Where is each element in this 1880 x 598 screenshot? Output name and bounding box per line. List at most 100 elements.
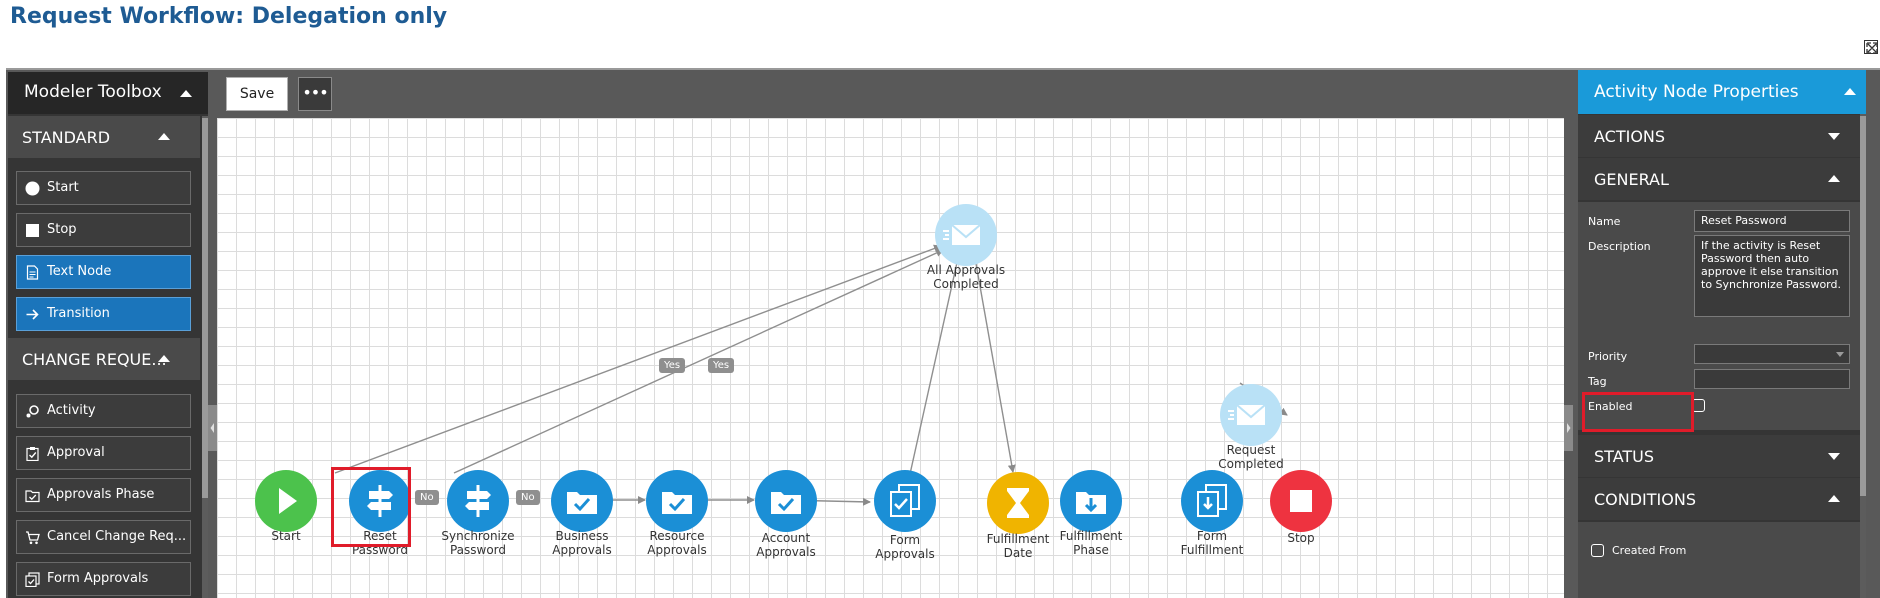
tool-approvals-phase[interactable]: Approvals Phase <box>16 478 191 512</box>
documents-check-icon <box>890 484 920 517</box>
node-request-completed[interactable] <box>1220 384 1282 446</box>
node-label: Stop <box>1287 531 1315 545</box>
page-title: Request Workflow: Delegation only <box>10 4 448 29</box>
node-label: Resource Approvals <box>647 529 707 557</box>
tag-field[interactable] <box>1694 369 1850 389</box>
node-label: Account Approvals <box>756 531 816 559</box>
section-actions[interactable]: ACTIONS <box>1578 115 1860 157</box>
toolbox-scrollbar-thumb[interactable] <box>202 118 208 498</box>
node-fulfillment-phase[interactable] <box>1060 470 1122 532</box>
properties-scrollbar-thumb[interactable] <box>1860 116 1866 496</box>
square-icon <box>26 224 39 237</box>
tool-text-node[interactable]: Text Node <box>16 255 191 289</box>
tool-stop[interactable]: Stop <box>16 213 191 247</box>
save-button[interactable]: Save <box>226 77 288 111</box>
document-icon <box>26 265 39 280</box>
expand-caret-icon[interactable] <box>1828 133 1840 140</box>
more-options-button[interactable]: ••• <box>298 77 332 111</box>
tool-start[interactable]: Start <box>16 171 191 205</box>
section-status-label: STATUS <box>1594 447 1655 466</box>
collapse-caret-icon[interactable] <box>158 133 170 140</box>
description-textarea[interactable]: If the activity is Reset Password then a… <box>1694 235 1850 317</box>
section-conditions[interactable]: CONDITIONS <box>1578 478 1860 520</box>
modeler-toolbox: Modeler Toolbox STANDARD Start Stop Text… <box>8 72 208 598</box>
created-from-checkbox[interactable] <box>1591 544 1604 557</box>
circle-icon <box>25 181 40 196</box>
node-fulfillment-date[interactable] <box>987 472 1049 534</box>
node-business-approvals[interactable] <box>551 470 613 532</box>
node-reset-password[interactable] <box>349 470 411 532</box>
collapse-properties-handle[interactable] <box>1564 405 1573 451</box>
node-label: Business Approvals <box>552 529 612 557</box>
node-label: Start <box>271 529 301 543</box>
enabled-highlight <box>1582 392 1694 432</box>
node-label: Fulfillment Phase <box>1059 529 1123 557</box>
node-account-approvals[interactable] <box>755 470 817 532</box>
node-label: Form Approvals <box>875 533 935 561</box>
documents-check-icon <box>25 572 40 587</box>
stop-icon <box>1290 490 1312 512</box>
node-stop[interactable] <box>1270 470 1332 532</box>
edge-form-allapprovals <box>909 257 959 475</box>
tool-approval[interactable]: Approval <box>16 436 191 470</box>
node-label: Fulfillment Date <box>986 532 1050 560</box>
node-label: Synchronize Password <box>441 529 515 557</box>
collapse-caret-icon[interactable] <box>1828 495 1840 502</box>
section-actions-label: ACTIONS <box>1594 127 1666 146</box>
signpost-icon <box>367 485 393 517</box>
collapse-toolbox-handle[interactable] <box>208 405 217 451</box>
tool-form-approvals[interactable]: Form Approvals <box>16 562 191 596</box>
collapse-caret-icon[interactable] <box>1844 88 1856 95</box>
general-section-body: Name Reset Password Description If the a… <box>1578 202 1860 432</box>
node-resource-approvals[interactable] <box>646 470 708 532</box>
documents-download-icon <box>1197 484 1227 517</box>
properties-panel: Activity Node Properties ACTIONS GENERAL… <box>1578 70 1866 598</box>
node-label: Request Completed <box>1218 443 1284 471</box>
edge-sync-allapprovals <box>453 249 944 474</box>
collapse-caret-icon[interactable] <box>1828 175 1840 182</box>
workflow-canvas[interactable]: No No Yes Yes Start Reset Password Sy <box>217 118 1564 598</box>
folder-check-icon <box>662 492 692 514</box>
tool-transition[interactable]: Transition <box>16 297 191 331</box>
priority-select[interactable] <box>1694 344 1850 364</box>
section-general[interactable]: GENERAL <box>1578 158 1860 200</box>
folder-check-icon <box>567 492 597 514</box>
tool-cancel-change-request[interactable]: Cancel Change Req... <box>16 520 191 554</box>
name-field[interactable]: Reset Password <box>1694 210 1850 232</box>
signpost-icon <box>465 485 491 517</box>
properties-header[interactable]: Activity Node Properties <box>1578 70 1866 114</box>
tool-label: Cancel Change Req... <box>47 529 187 544</box>
node-label: Form Fulfillment <box>1180 529 1244 557</box>
email-icon <box>943 224 981 245</box>
toolbox-title: Modeler Toolbox <box>24 82 162 102</box>
collapse-caret-icon[interactable] <box>180 90 192 97</box>
collapse-caret-icon[interactable] <box>158 355 170 362</box>
edge-allapprovals-date <box>974 257 1016 473</box>
section-change-request[interactable]: CHANGE REQUE... <box>8 338 200 380</box>
cart-icon <box>26 531 40 545</box>
description-label: Description <box>1588 240 1651 253</box>
node-start[interactable] <box>255 470 317 532</box>
folder-check-icon <box>25 490 40 503</box>
created-from-label: Created From <box>1612 544 1687 557</box>
node-form-fulfillment[interactable] <box>1181 470 1243 532</box>
play-icon <box>279 488 297 514</box>
section-standard[interactable]: STANDARD <box>8 116 200 158</box>
clipboard-check-icon <box>26 447 39 461</box>
toolbox-header[interactable]: Modeler Toolbox <box>8 72 208 114</box>
node-label: All Approvals Completed <box>926 263 1006 291</box>
tool-activity[interactable]: Activity <box>16 394 191 428</box>
tool-label: Stop <box>47 222 77 237</box>
node-all-approvals-completed[interactable] <box>935 204 997 266</box>
section-status[interactable]: STATUS <box>1578 435 1860 477</box>
tool-label: Transition <box>47 306 110 321</box>
properties-title: Activity Node Properties <box>1594 82 1799 102</box>
node-synchronize-password[interactable] <box>447 470 509 532</box>
name-label: Name <box>1588 215 1621 228</box>
expand-caret-icon[interactable] <box>1828 453 1840 460</box>
node-form-approvals[interactable] <box>874 470 936 532</box>
priority-label: Priority <box>1588 350 1628 363</box>
fullscreen-icon[interactable] <box>1864 40 1878 54</box>
folder-check-icon <box>771 492 801 514</box>
selected-node-highlight <box>331 467 411 547</box>
